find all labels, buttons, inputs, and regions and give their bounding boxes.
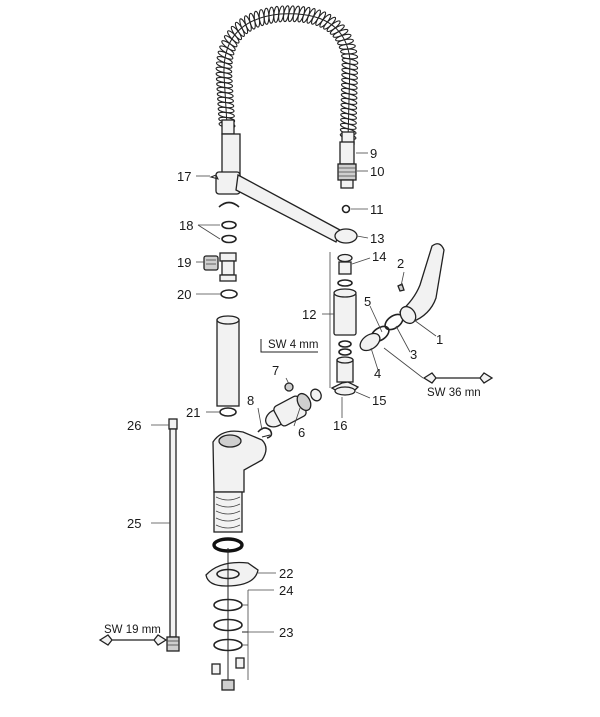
- callout-19: 19: [177, 255, 191, 270]
- callout-6: 6: [298, 425, 305, 440]
- callout-labels: 1 2 3 4 5 6 7 8 9 10 11 12 13 14 15 16 1…: [127, 146, 443, 640]
- callout-25: 25: [127, 516, 141, 531]
- callout-20: 20: [177, 287, 191, 302]
- mounting-hardware: [205, 537, 259, 691]
- adapter: [203, 252, 238, 299]
- hex-key-size-label: SW 4 mm: [268, 339, 318, 351]
- tube: [216, 315, 240, 417]
- callout-3: 3: [410, 347, 417, 362]
- wrench-hose-size-label: SW 19 mm: [104, 624, 161, 636]
- faucet-base-body: [212, 430, 267, 533]
- star-spacer: [330, 381, 360, 396]
- hose-end-fittings: [337, 141, 357, 214]
- callout-5: 5: [364, 294, 371, 309]
- wrench-tool-cartridge: SW 36 mn: [422, 372, 494, 399]
- callout-26: 26: [127, 418, 141, 433]
- callout-13: 13: [370, 231, 384, 246]
- callout-23: 23: [279, 625, 293, 640]
- callout-24: 24: [279, 583, 293, 598]
- spring-coil: [215, 5, 359, 145]
- supply-hose: [166, 418, 180, 652]
- spout-arm: [215, 133, 358, 244]
- callout-15: 15: [372, 393, 386, 408]
- lever-handle: [397, 243, 445, 325]
- callout-9: 9: [370, 146, 377, 161]
- callout-17: 17: [177, 169, 191, 184]
- hex-key-tool: SW 4 mm: [260, 339, 318, 353]
- callout-14: 14: [372, 249, 386, 264]
- callout-10: 10: [370, 164, 384, 179]
- callout-4: 4: [374, 366, 381, 381]
- callout-16: 16: [333, 418, 347, 433]
- callout-2: 2: [397, 256, 404, 271]
- callout-1: 1: [436, 332, 443, 347]
- wrench-cartridge-size-label: SW 36 mn: [427, 387, 481, 399]
- callout-12: 12: [302, 307, 316, 322]
- leader-lines: [151, 152, 437, 680]
- callout-22: 22: [279, 566, 293, 581]
- cartridge-rings: [359, 313, 404, 352]
- callout-7: 7: [272, 363, 279, 378]
- callout-18: 18: [179, 218, 193, 233]
- callout-11: 11: [370, 202, 384, 217]
- cartridge: [257, 382, 322, 439]
- valve-body-column: [329, 252, 357, 388]
- callout-8: 8: [247, 393, 254, 408]
- wrench-tool-hose: SW 19 mm: [98, 624, 168, 646]
- clip-and-orings: [209, 174, 240, 244]
- callout-21: 21: [186, 405, 200, 420]
